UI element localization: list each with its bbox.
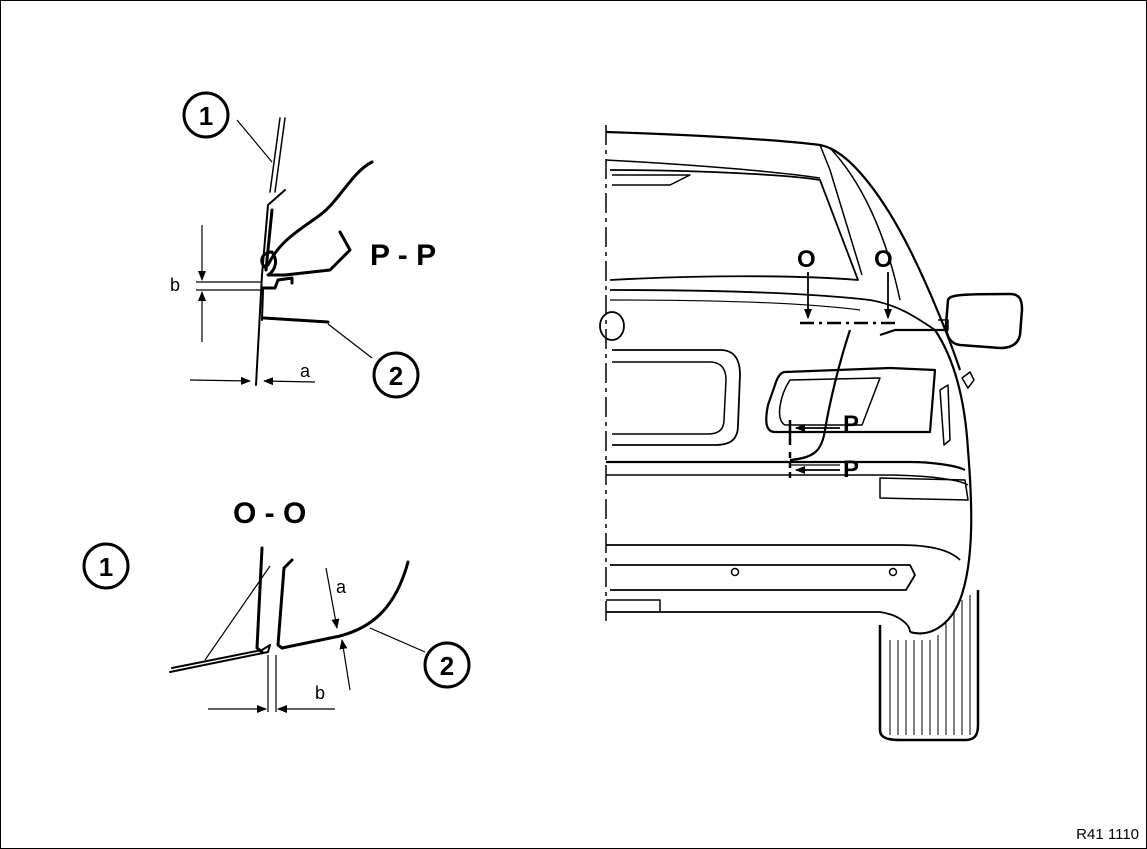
callout-number: 1 — [99, 552, 113, 582]
callout-number: 1 — [199, 101, 213, 131]
callout-oo-1: 1 — [82, 542, 130, 590]
callout-number: 2 — [440, 651, 454, 681]
section-pp-drawing — [255, 117, 374, 386]
reference-code: R41 1110 — [1076, 826, 1139, 843]
section-pp-dimensions — [189, 119, 373, 386]
section-oo-dim-b: b — [315, 683, 325, 703]
section-oo-dim-a: a — [336, 577, 347, 597]
callout-2-leader — [369, 627, 426, 653]
callout-pp-1: 1 — [182, 91, 230, 139]
section-pp-title: P - P — [370, 239, 436, 272]
section-mark-p-upper: P — [843, 411, 859, 438]
callout-2-leader — [327, 323, 373, 359]
callout-1-leader — [204, 565, 271, 661]
section-oo-title: O - O — [233, 497, 306, 530]
tire-tread — [889, 595, 971, 735]
section-mark-p-lower: P — [843, 456, 859, 483]
callout-pp-2: 2 — [372, 351, 420, 399]
callout-1-leader — [236, 119, 273, 163]
section-mark-o-left: O — [797, 246, 816, 273]
section-pp-dim-a: a — [300, 361, 311, 381]
section-oo-drawing — [169, 546, 410, 673]
callout-number: 2 — [389, 361, 403, 391]
section-oo-dimensions — [204, 565, 426, 713]
section-pp-dim-b: b — [170, 275, 180, 295]
section-indicators — [788, 272, 892, 478]
section-mark-o-right: O — [874, 246, 893, 273]
car-rear-view — [599, 125, 1024, 742]
callout-oo-2: 2 — [423, 641, 471, 689]
